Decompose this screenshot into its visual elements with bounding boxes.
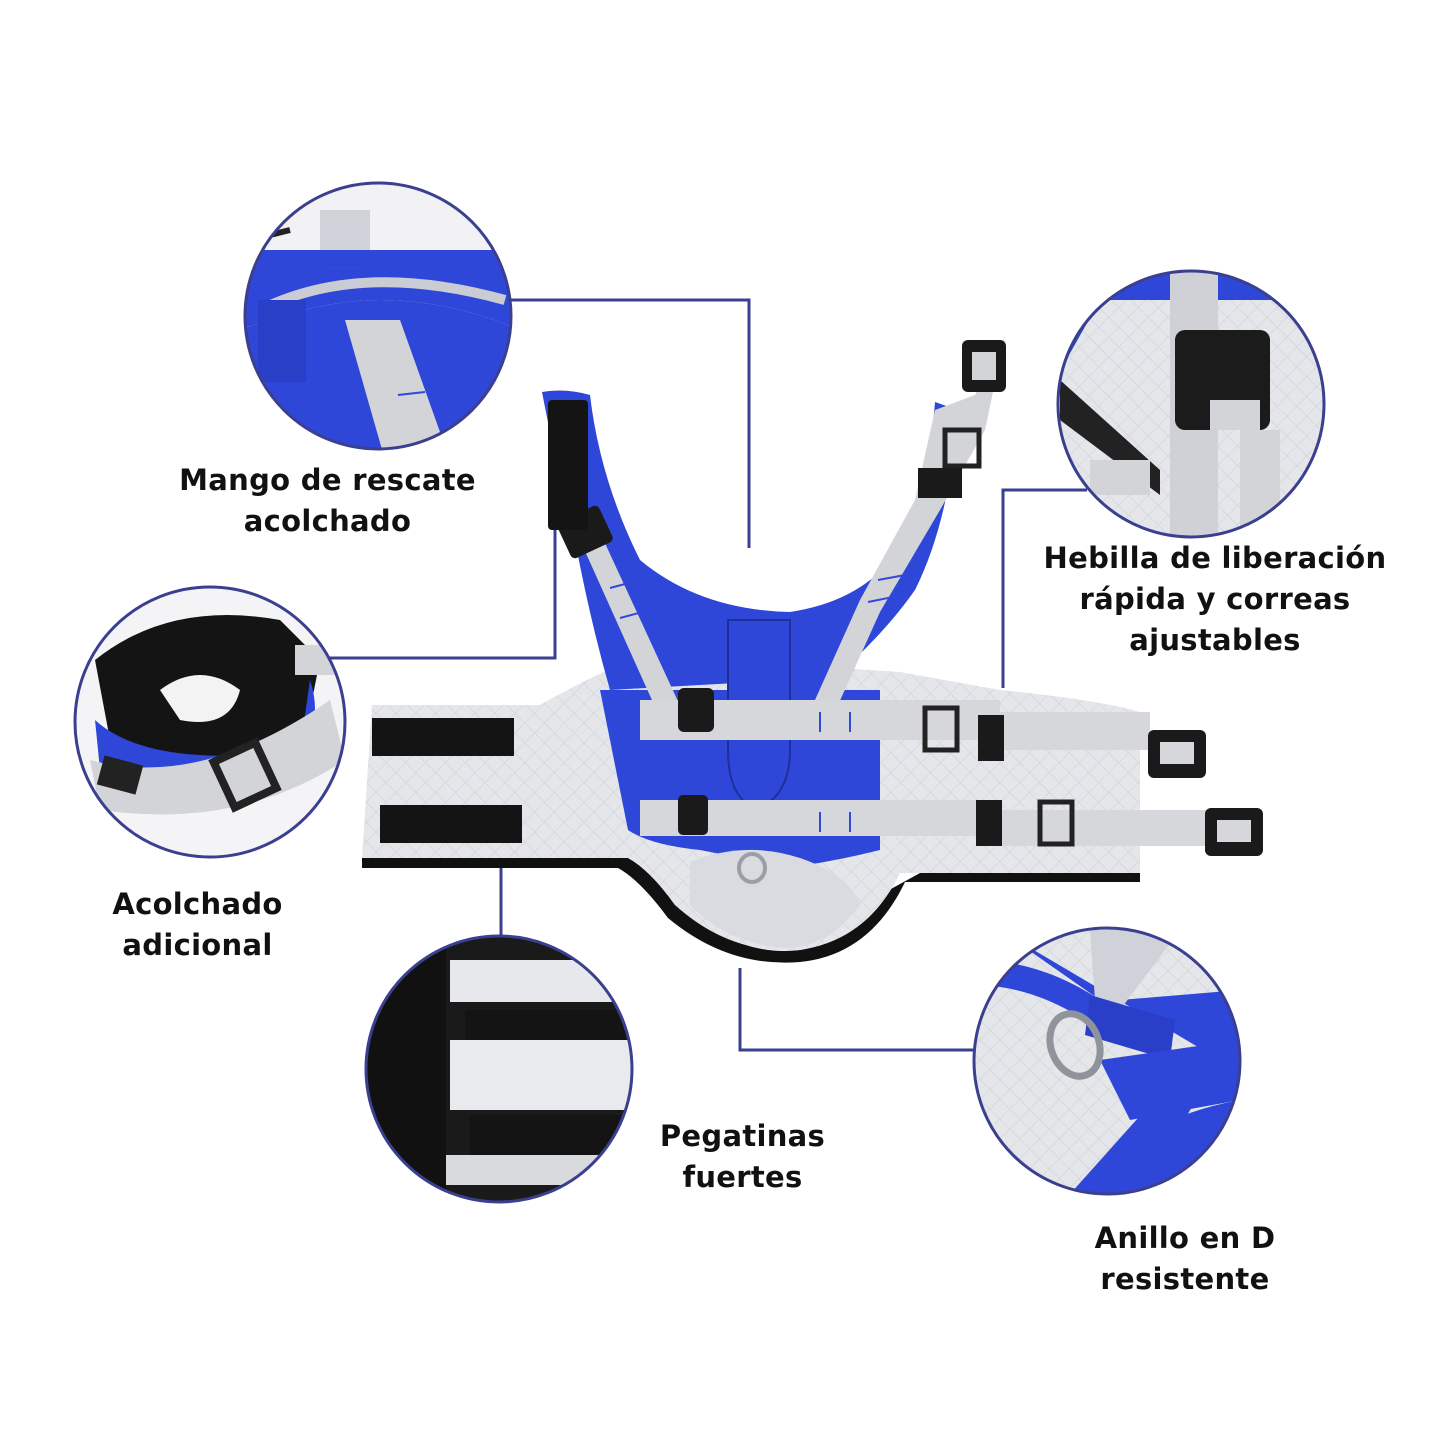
connector-padding xyxy=(322,500,557,660)
callout-line: acolchado xyxy=(243,504,412,538)
connector-buckle xyxy=(1001,488,1087,688)
connector-lines xyxy=(322,298,1087,1052)
padding-detail-photo xyxy=(73,585,347,859)
harness-product-photo xyxy=(362,335,1263,963)
callout-label-d-ring: Anillo en D resistente xyxy=(1035,1218,1335,1300)
callout-label-strong-velcro: Pegatinas fuertes xyxy=(600,1116,885,1198)
buckle-detail-photo xyxy=(1056,269,1326,539)
callout-label-rescue-handle: Mango de rescate acolchado xyxy=(150,460,505,542)
handle-detail-photo xyxy=(243,181,513,451)
callout-line: fuertes xyxy=(682,1160,803,1194)
callout-line: Mango de rescate xyxy=(179,463,476,497)
callout-line: resistente xyxy=(1100,1262,1270,1296)
callout-line: Hebilla de liberación xyxy=(1043,541,1387,575)
callout-label-quick-release-buckle: Hebilla de liberación rápida y correas a… xyxy=(1020,538,1410,661)
callout-line: adicional xyxy=(122,928,273,962)
callout-line: Pegatinas xyxy=(659,1119,826,1153)
callout-line: Anillo en D xyxy=(1094,1221,1276,1255)
connector-dring xyxy=(738,968,973,1052)
callout-label-extra-padding: Acolchado adicional xyxy=(55,884,340,966)
d-ring-icon xyxy=(737,852,767,884)
callout-line: ajustables xyxy=(1129,623,1301,657)
callout-line: Acolchado xyxy=(112,887,283,921)
velcro-detail-photo xyxy=(364,934,634,1204)
connector-handle xyxy=(508,298,751,548)
callout-line: rápida y correas xyxy=(1079,582,1351,616)
d-ring-detail-photo xyxy=(972,926,1242,1196)
